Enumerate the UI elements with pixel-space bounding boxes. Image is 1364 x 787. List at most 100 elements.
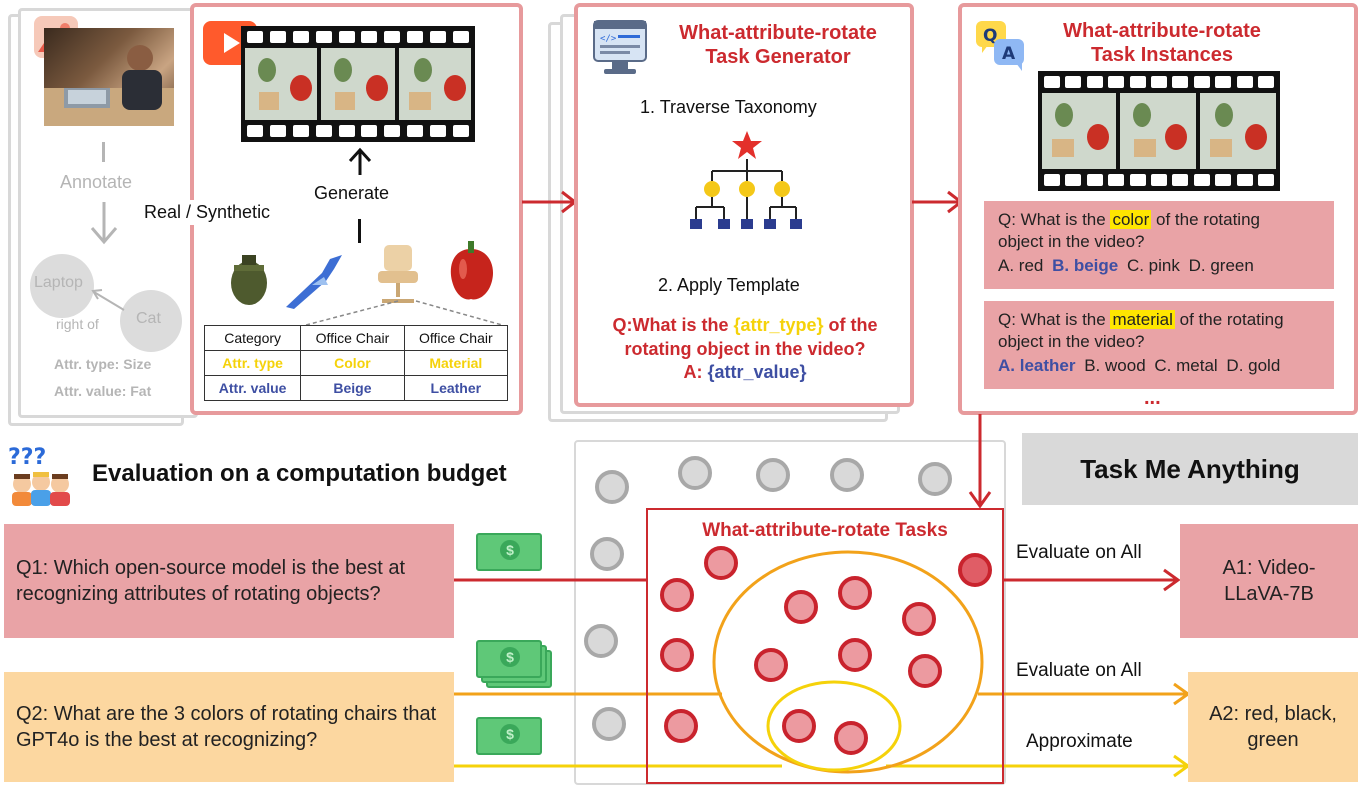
step-traverse-taxonomy: 1. Traverse Taxonomy [640,97,817,117]
instance-q1-opt-d: D. green [1188,256,1254,275]
task-node-red [902,602,936,636]
instance-q2-post: of the rotating [1174,310,1284,329]
attr-value-line: Attr. value: Fat [54,383,152,399]
instance-q2-pre: Q: What is the [998,310,1111,329]
template-question-line1: Q:What is the {attr_type} of the [588,313,902,337]
graph-node-cat [120,290,182,352]
instance-q1-opt-a: A. red [998,256,1044,275]
instance-q1-pre: Q: What is the [998,210,1111,229]
answer-2-box: A2: red, black, green [1188,672,1358,782]
table-attr-type-col2: Material [403,350,509,376]
question-1-box: Q1: Which open-source model is the best … [4,524,454,638]
svg-text:</>: </> [600,34,617,44]
task-node-red [664,709,698,743]
money-icon-stack-front [476,640,542,678]
instances-title-line1: What-attribute-rotate [1063,20,1261,42]
approximate-label: Approximate [1026,731,1133,752]
instance-q2-opt-d: D. gold [1226,356,1281,375]
svg-text:A: A [1002,44,1016,64]
chair-object [370,241,426,312]
task-node-red [838,576,872,610]
tasks-box [646,508,1004,784]
qa-chat-icon: Q A [974,19,1026,76]
instance-q1-highlight: color [1110,210,1152,229]
answer-1-box: A1: Video-LLaVA-7B [1180,524,1358,638]
evaluation-heading: Evaluation on a computation budget [92,460,507,487]
instance-q1-opt-c: C. pink [1126,256,1180,275]
task-node-red [838,638,872,672]
task-node-red [754,648,788,682]
instance-q2-opt-c: C. metal [1154,356,1218,375]
brand-box: Task Me Anything [1022,433,1358,505]
instance-q1-line1: Q: What is the color of the rotating [998,209,1320,231]
task-node-gray [678,456,712,490]
instance-q2-opt-b: B. wood [1084,356,1146,375]
question-2-text: Q2: What are the 3 colors of rotating ch… [16,703,437,751]
table-attr-type-label: Attr. type [203,350,302,376]
answer-1-text: A1: Video-LLaVA-7B [1222,557,1316,605]
instances-title-line2: Task Instances [1091,44,1233,66]
table-header-col2: Office Chair [403,325,509,351]
template-q-prefix: Q:What is the [612,315,734,335]
grenade-object [224,251,274,312]
task-node-red-selected [958,553,992,587]
graph-node-laptop-label: Laptop [34,274,83,291]
attribute-table: Category Office Chair Office Chair Attr.… [203,325,509,401]
annotate-panel: Annotate Laptop Cat right of Attr. type:… [26,4,194,410]
taxonomy-tree-icon [682,127,812,242]
task-node-gray [590,537,624,571]
question-2-box: Q2: What are the 3 colors of rotating ch… [4,672,454,782]
instance-q1-post: of the rotating [1151,210,1260,229]
tasks-box-title: What-attribute-rotate Tasks [702,520,948,541]
graph-edge-label: right of [56,316,99,332]
instances-ellipsis: ... [1144,387,1161,409]
question-1-text: Q1: Which open-source model is the best … [16,557,406,605]
table-header-col1: Office Chair [300,325,405,351]
instance-q2-line1: Q: What is the material of the rotating [998,309,1320,331]
task-node-gray [592,707,626,741]
instance-q1-options: A. red B. beige C. pink D. green [998,255,1320,277]
graph-node-laptop [30,254,94,318]
synthetic-video-filmstrip [241,26,475,142]
task-instances-panel: Q A What-attribute-rotate Task Instances… [958,3,1358,415]
task-node-gray [756,458,790,492]
template-a-prefix: A: [683,362,708,382]
svg-text:???: ??? [8,445,46,470]
task-node-red [782,709,816,743]
table-attr-value-col2: Leather [403,375,509,401]
template-q-suffix: of the [823,315,878,335]
instance-question-1: Q: What is the color of the rotating obj… [984,201,1334,289]
task-node-red [660,638,694,672]
task-node-red [784,590,818,624]
task-node-red [834,721,868,755]
table-attr-value-label: Attr. value [203,375,302,401]
instance-q1-line2: object in the video? [998,232,1145,251]
instance-q2-options: A. leather B. wood C. metal D. gold [998,355,1320,377]
generator-title-line2: Task Generator [705,46,851,68]
generate-up-arrow [348,147,372,175]
task-node-gray [830,458,864,492]
blade-object [282,251,348,316]
instance-q2-opt-a: A. leather [998,356,1076,375]
template-attr-type-var: {attr_type} [733,315,824,335]
table-header-category: Category [203,325,302,351]
annotate-down-arrow [90,202,118,245]
generate-connector-line [358,219,361,243]
annotate-connector-line [102,142,105,162]
money-icon-single [476,533,542,571]
real-synthetic-label: Real / Synthetic [140,200,275,225]
task-node-gray [584,624,618,658]
evaluate-all-label-1: Evaluate on All [1016,542,1142,563]
table-pointer-lines [305,300,503,326]
instance-q1-opt-b: B. beige [1052,256,1119,275]
generator-title-line1: What-attribute-rotate [679,22,877,44]
annotate-label: Annotate [60,172,133,192]
template-attr-value-var: {attr_value} [707,362,807,382]
people-question-icon: ??? [8,444,74,513]
task-node-gray [918,462,952,496]
instance-q2-line2: object in the video? [998,332,1145,351]
instances-video-filmstrip [1038,71,1280,191]
code-window-icon: </> [592,19,648,82]
